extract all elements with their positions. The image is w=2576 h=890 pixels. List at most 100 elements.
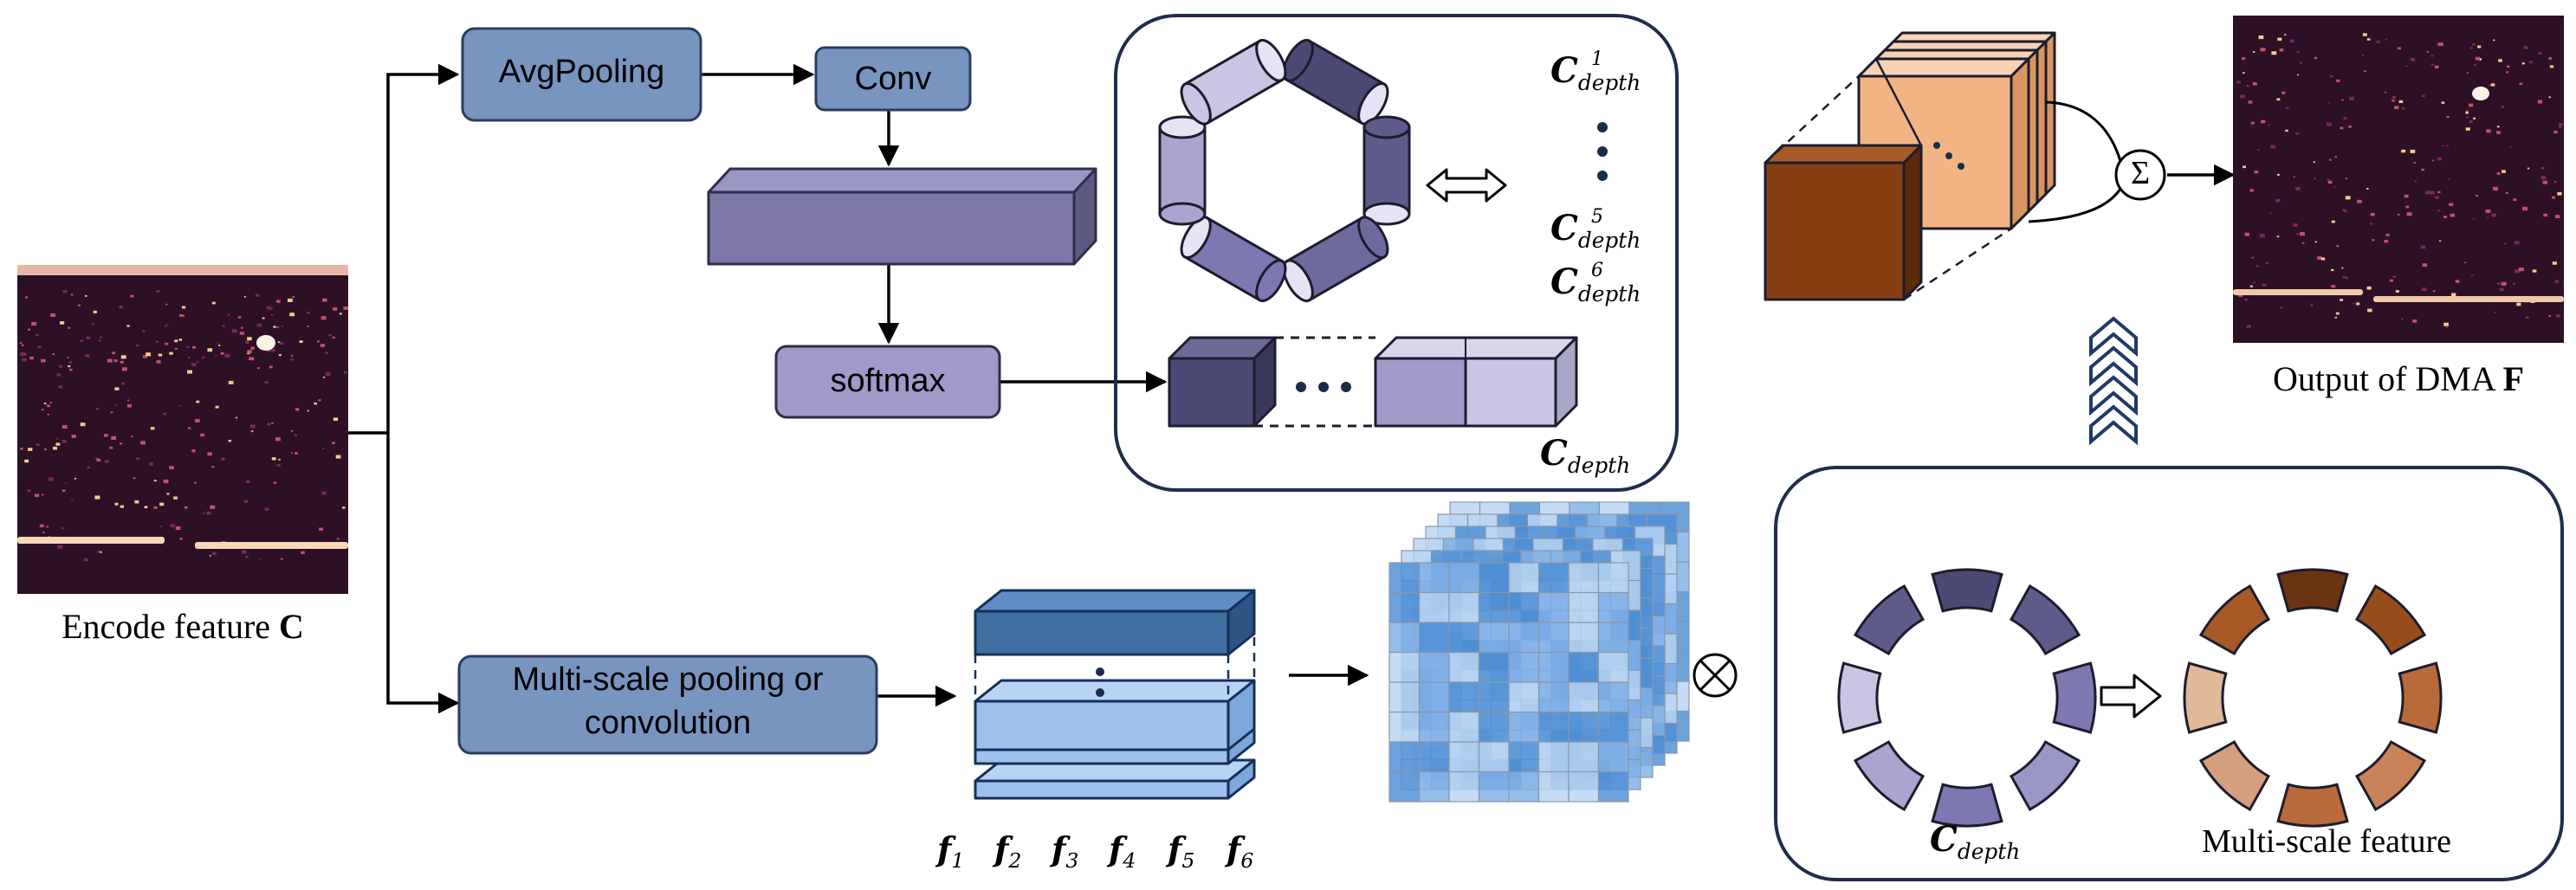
heat-speck [2265, 261, 2269, 265]
heat-speck [2475, 195, 2478, 197]
heat-speck [2276, 98, 2281, 101]
heat-speck [2501, 106, 2504, 108]
heat-speck [2502, 170, 2506, 173]
heat-speck [2243, 72, 2245, 74]
ring-segment [2276, 568, 2349, 613]
grid-cell [1478, 651, 1510, 683]
heat-speck [148, 462, 153, 466]
grid-cell [1418, 771, 1450, 803]
heat-speck [2320, 257, 2326, 261]
heat-speck [279, 342, 284, 345]
ring-segment [1837, 661, 1882, 734]
hollow-arrow-icon [2100, 674, 2162, 719]
heat-speck [2293, 223, 2298, 227]
heat-speck [271, 422, 274, 424]
heat-speck [2465, 110, 2469, 113]
heat-speck [278, 354, 282, 357]
heat-speck [2549, 65, 2554, 68]
heat-speck [2426, 51, 2430, 53]
heat-speck [2240, 94, 2245, 99]
heat-speck [2285, 129, 2288, 132]
heat-speck [93, 310, 98, 313]
heat-speck [2496, 172, 2501, 175]
heat-speck [2269, 212, 2272, 214]
heat-speck [2284, 34, 2287, 35]
heat-speck [2540, 176, 2547, 180]
heat-speck [2496, 126, 2500, 128]
heat-speck [332, 336, 335, 339]
heat-speck [209, 555, 211, 557]
output-caption-text: Output of DMA [2272, 359, 2503, 398]
heat-speck [2498, 59, 2502, 62]
grid-cell [1568, 591, 1600, 623]
heat-speck [2392, 96, 2396, 100]
vertical-dots [1597, 122, 1608, 181]
heat-speck [2279, 48, 2284, 52]
heat-speck [20, 448, 23, 450]
heat-speck [2401, 149, 2406, 153]
heat-speck [2293, 176, 2295, 177]
heat-speck [281, 326, 283, 327]
grid-cell [1478, 562, 1510, 594]
heat-speck [2523, 46, 2528, 49]
c-depth-5-sup: 5 [1591, 206, 1604, 229]
heat-speck [2519, 82, 2523, 86]
heat-speck [186, 345, 190, 348]
heat-speck [2437, 210, 2440, 212]
heat-speck [2406, 212, 2412, 216]
heat-speck [61, 440, 67, 443]
heat-speck [150, 427, 155, 430]
heat-speck [60, 321, 65, 325]
heat-speck [256, 367, 260, 370]
f3-base: f [1052, 829, 1066, 868]
grid-cell [1508, 741, 1540, 773]
heat-speck [273, 326, 276, 328]
heat-speck [2280, 306, 2283, 309]
c-depth-ring-sub: depth [1957, 838, 2021, 864]
heat-speck [56, 373, 61, 377]
heat-speck [159, 502, 165, 506]
heat-speck [42, 532, 45, 533]
depth-cylinder [1180, 216, 1287, 303]
heat-speck [210, 505, 216, 509]
heat-speck [179, 538, 183, 540]
heat-speck [307, 410, 309, 412]
heat-speck [2246, 84, 2249, 87]
heat-speck [2336, 79, 2340, 82]
heat-speck [2236, 81, 2241, 84]
heat-speck [317, 340, 320, 343]
heat-speck [2516, 302, 2521, 306]
heat-speck [217, 345, 221, 346]
heat-speck [2442, 145, 2445, 147]
heat-speck [166, 324, 169, 326]
grid-cell [1508, 651, 1540, 683]
heat-speck [2434, 196, 2439, 199]
heat-speck [136, 344, 139, 347]
heat-speck [114, 502, 119, 506]
heat-speck [2336, 245, 2340, 248]
heat-speck [2491, 213, 2496, 217]
heat-speck [71, 435, 76, 438]
heat-speck [2340, 299, 2343, 301]
heat-speck [31, 321, 37, 326]
c-depth-6-sub: depth [1577, 281, 1641, 306]
heat-speck [249, 357, 253, 360]
heat-speck [2314, 241, 2317, 243]
heat-speck [64, 482, 68, 485]
heat-speck [2295, 233, 2299, 235]
heat-speck [2514, 241, 2520, 245]
heat-speck [95, 408, 100, 410]
grid-cell [1597, 711, 1629, 743]
heat-speck [2505, 191, 2508, 194]
heat-speck [343, 371, 347, 374]
heat-speck [2260, 48, 2266, 52]
heat-speck [215, 405, 219, 409]
f-label-6: f6 [1227, 829, 1253, 873]
heat-speck [196, 400, 200, 403]
heat-speck [2317, 256, 2322, 260]
c-depth-ring-label: Cdepth [1930, 819, 2020, 864]
heat-speck [112, 351, 116, 355]
heat-speck [2249, 189, 2254, 192]
heat-speck [203, 356, 205, 358]
encode-caption-text: Encode feature [61, 607, 280, 646]
